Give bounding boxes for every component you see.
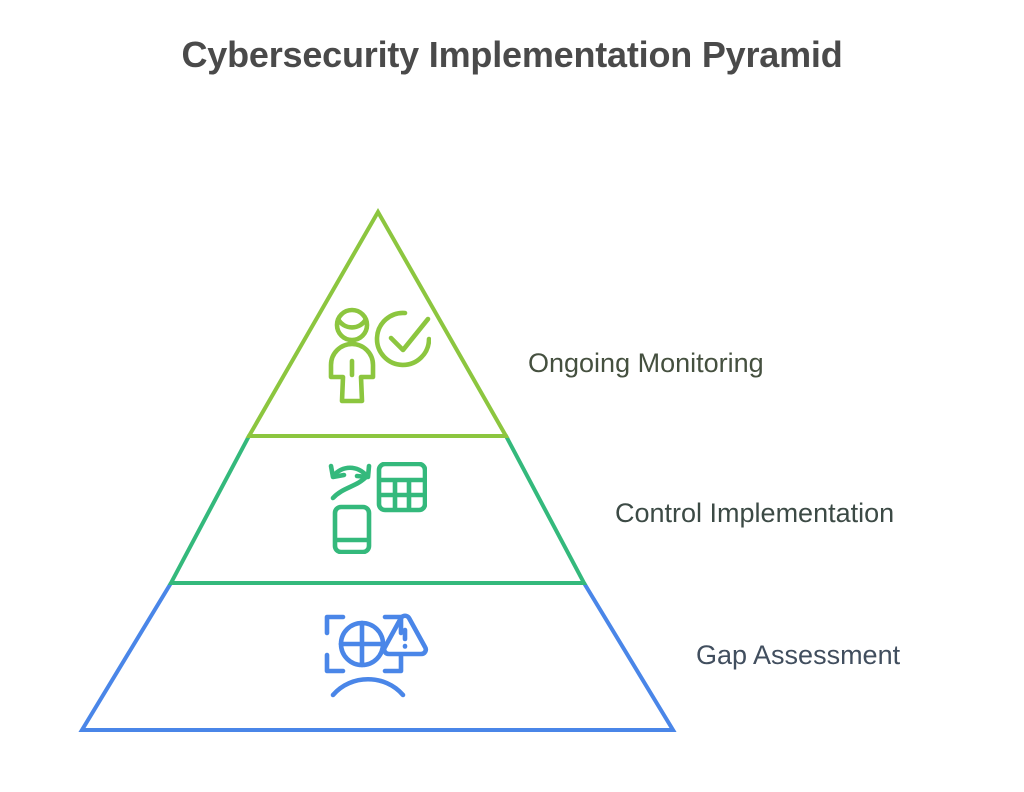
tier-top-outline — [245, 207, 510, 438]
page-title: Cybersecurity Implementation Pyramid — [181, 34, 843, 75]
tier-bottom-outline — [78, 581, 677, 732]
mobile-phone-icon — [332, 504, 372, 555]
tier-label-control-implementation: Control Implementation — [615, 498, 895, 528]
swap-arrows-icon — [328, 463, 372, 501]
check-circle-icon — [374, 310, 432, 368]
tier-label-ongoing-monitoring: Ongoing Monitoring — [528, 348, 764, 378]
pyramid-tier-bottom[interactable] — [78, 581, 677, 732]
pyramid-tier-top[interactable] — [245, 207, 510, 438]
tier-middle-icon-group — [327, 461, 428, 555]
tier-bottom-icon-group — [323, 611, 429, 699]
warning-triangle-icon — [381, 613, 429, 657]
tier-top-icon-group — [325, 307, 432, 407]
grid-table-icon — [376, 461, 428, 513]
person-icon — [328, 307, 376, 404]
tier-label-gap-assessment: Gap Assessment — [696, 640, 901, 670]
arc-icon — [330, 676, 406, 698]
pie-chart-scan-icon — [324, 614, 404, 674]
